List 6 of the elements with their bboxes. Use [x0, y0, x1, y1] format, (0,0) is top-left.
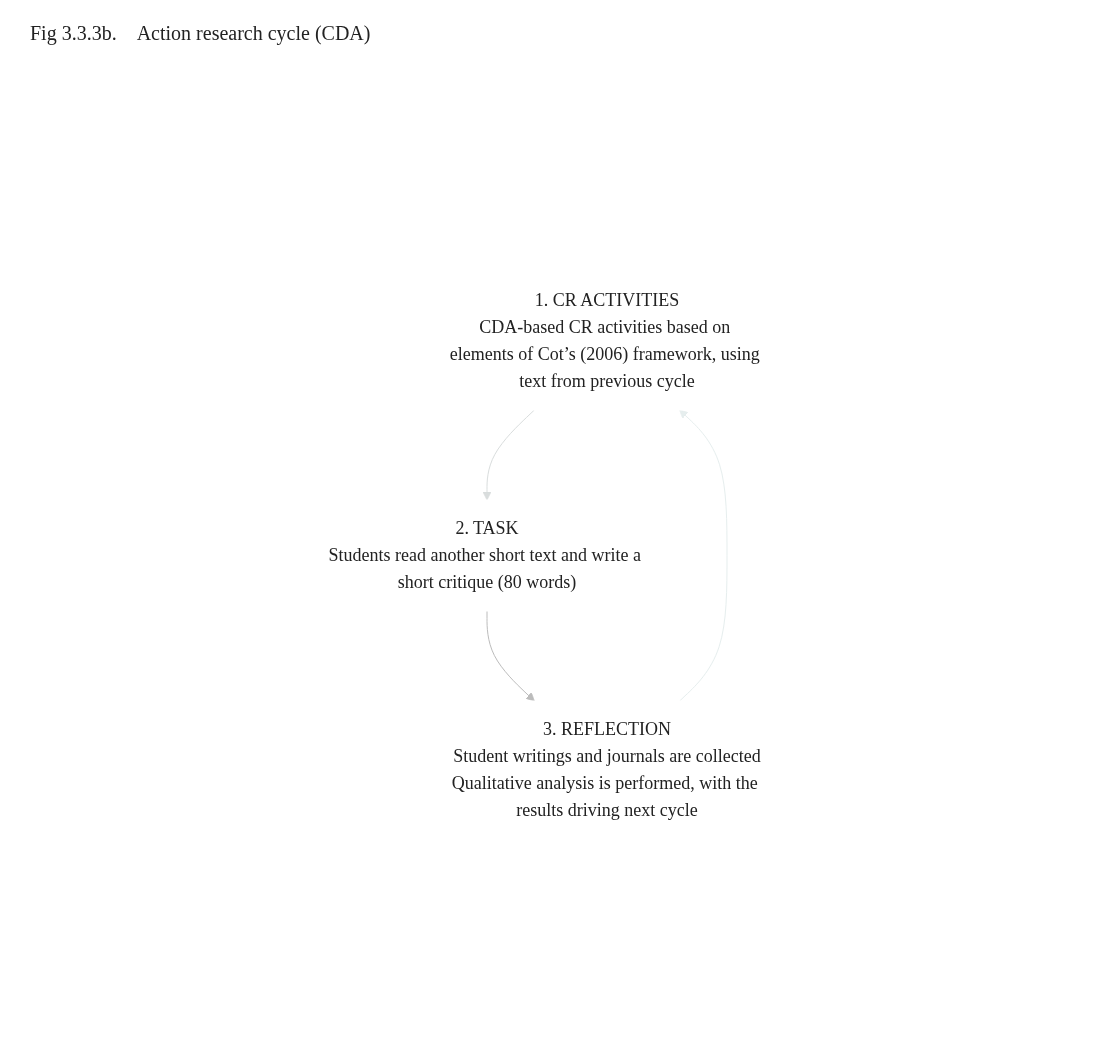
- node-text: 1. CR ACTIVITIES CDA-based CR activities based on elements of Cot’s (2006) framework, using text from previous cycle: [449, 289, 760, 391]
- arrow: [678, 409, 727, 701]
- arrow: [486, 610, 535, 701]
- node-text: 3. REFLECTION Student writings and journals are collected Qualitative analysis is performed, with the results driving next cycle: [451, 718, 761, 820]
- arrow: [482, 409, 535, 500]
- node-text: 2. TASK Students read another short text and write a short critique (80 words): [328, 517, 641, 592]
